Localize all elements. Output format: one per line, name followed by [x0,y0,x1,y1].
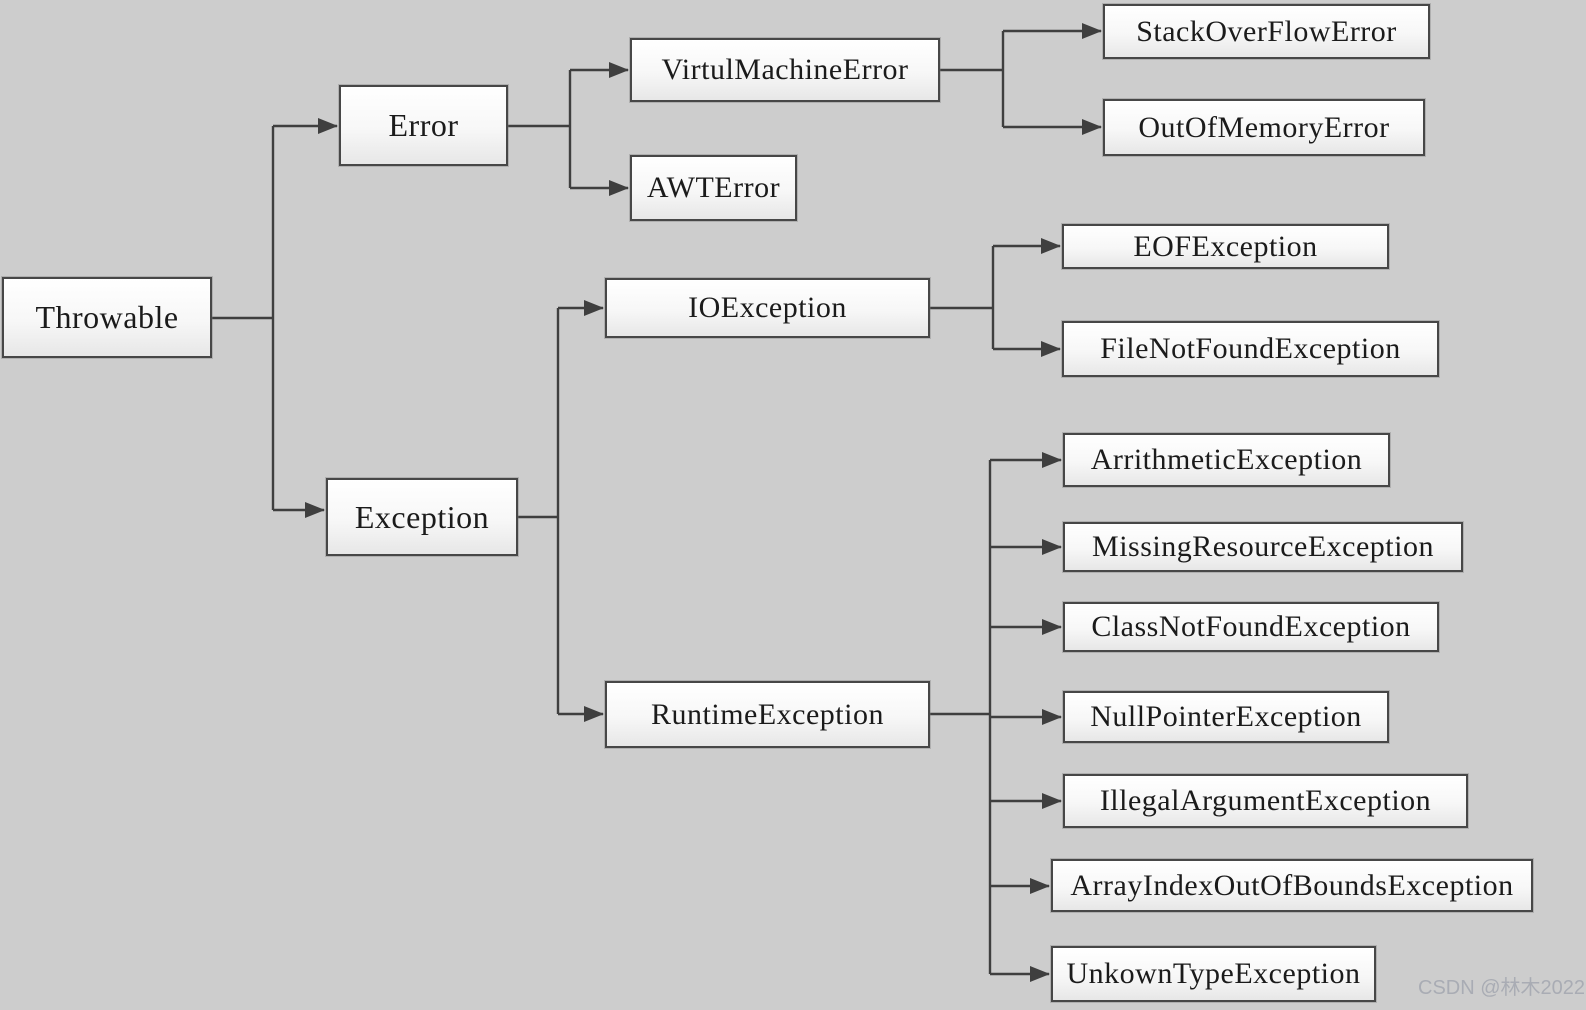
node-null-pointer-exception: NullPointerException [1063,691,1389,743]
csdn-watermark: CSDN @林木2022 [1418,977,1586,999]
node-exception: Exception [326,478,518,556]
node-arrithmetic-exception: ArrithmeticException [1063,433,1390,487]
node-file-not-found-exception: FileNotFoundException [1062,321,1439,377]
node-out-of-memory-error: OutOfMemoryError [1103,99,1425,156]
node-error: Error [339,85,508,166]
node-virtul-machine-error: VirtulMachineError [630,38,940,102]
node-class-not-found-exception: ClassNotFoundException [1063,602,1439,652]
node-awt-error: AWTError [630,155,797,221]
node-illegal-argument-exception: IllegalArgumentException [1063,774,1468,828]
node-array-index-out-of-bounds-exception: ArrayIndexOutOfBoundsException [1051,859,1533,912]
node-missing-resource-exception: MissingResourceException [1063,522,1463,572]
node-io-exception: IOException [605,278,930,338]
node-runtime-exception: RuntimeException [605,681,930,748]
node-eof-exception: EOFException [1062,224,1389,269]
node-stack-overflow-error: StackOverFlowError [1103,4,1430,59]
node-unkown-type-exception: UnkownTypeException [1051,946,1376,1002]
node-throwable: Throwable [2,277,212,358]
